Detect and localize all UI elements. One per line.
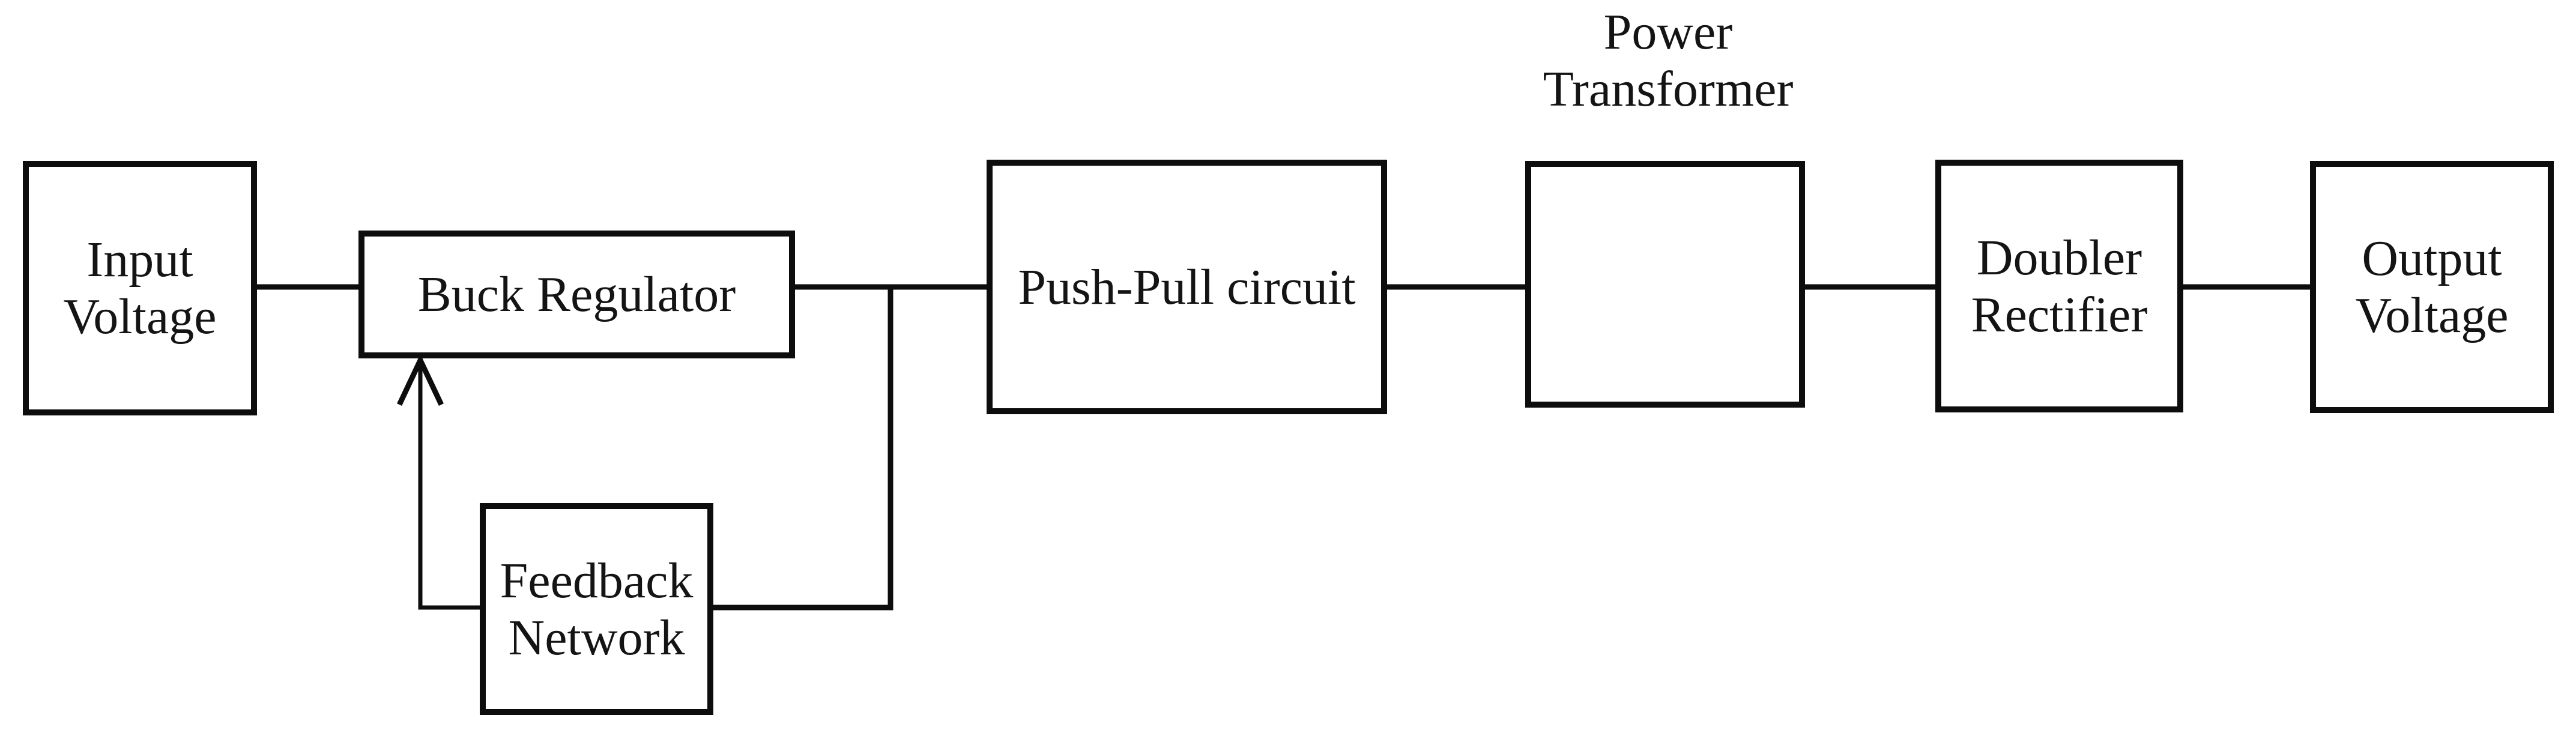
block-output-voltage: Output Voltage: [2310, 161, 2554, 413]
block-doubler-rectifier-label: Doubler Rectifier: [1971, 229, 2148, 343]
feedback-tap-line: [713, 285, 893, 611]
feedback-arrowhead-icon: [397, 354, 444, 406]
block-buck-regulator: Buck Regulator: [358, 231, 795, 358]
block-push-pull-circuit-label: Push-Pull circuit: [1018, 259, 1356, 315]
power-transformer-title: Power Transformer: [1543, 4, 1794, 117]
block-feedback-network-label: Feedback Network: [500, 552, 694, 666]
block-input-voltage-label: Input Voltage: [63, 232, 217, 345]
block-input-voltage: Input Voltage: [23, 161, 257, 415]
block-feedback-network: Feedback Network: [480, 503, 713, 715]
block-output-voltage-label: Output Voltage: [2355, 231, 2509, 343]
feedback-return-line: [418, 360, 480, 610]
block-buck-regulator-label: Buck Regulator: [417, 267, 736, 322]
block-push-pull-circuit: Push-Pull circuit: [987, 160, 1387, 414]
block-power-transformer: [1525, 161, 1805, 408]
block-doubler-rectifier: Doubler Rectifier: [1935, 160, 2183, 412]
